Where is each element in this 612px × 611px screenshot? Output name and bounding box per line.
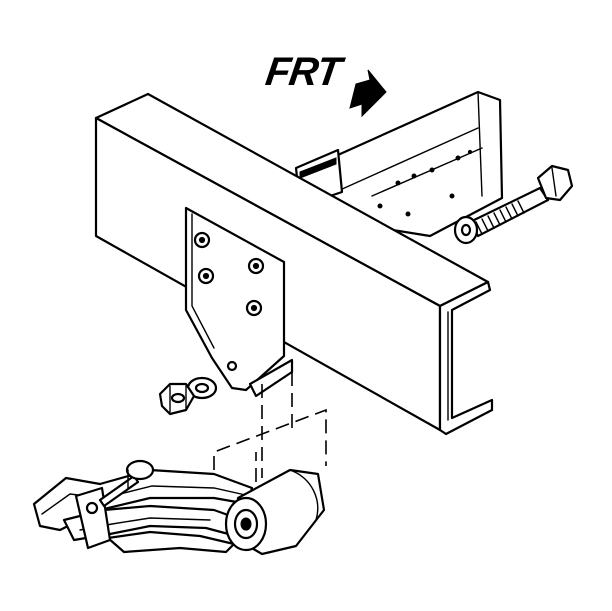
spring-hanger-bracket	[184, 206, 294, 398]
washer-icon	[453, 215, 479, 245]
leaf-spring-icon	[32, 468, 254, 554]
washer-icon	[186, 376, 218, 400]
bushing-icon	[224, 468, 326, 556]
bolt-icon	[468, 164, 574, 238]
nut-and-washer	[158, 376, 218, 416]
spring-clip-icon	[74, 459, 155, 550]
shackle-bushing	[224, 468, 326, 556]
leaf-spring	[32, 459, 254, 554]
front-direction-arrow-icon	[349, 69, 387, 118]
alignment-lines	[213, 372, 327, 482]
nut-icon	[158, 382, 196, 416]
hanger-bolt-icon	[193, 231, 265, 372]
front-direction-label: FRT	[262, 50, 344, 94]
mounting-bolt	[453, 164, 574, 245]
